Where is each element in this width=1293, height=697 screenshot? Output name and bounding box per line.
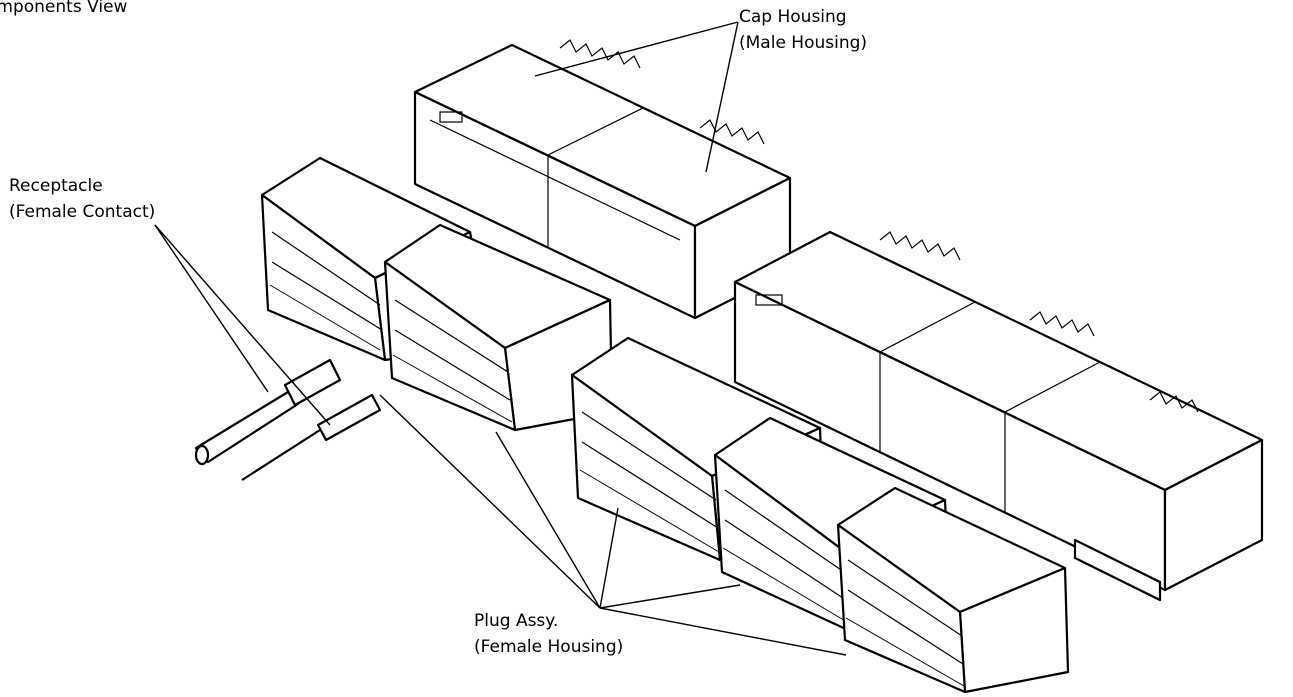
plug-assy-label-line1: Plug Assy. bbox=[474, 611, 559, 631]
diagram-title: omponents View bbox=[0, 0, 128, 17]
cap-housing-upper bbox=[413, 39, 792, 320]
plug-assy-label-line2: (Female Housing) bbox=[474, 637, 624, 657]
cap-housing-label-line1: Cap Housing bbox=[739, 7, 847, 27]
cap-housing-label-line2: (Male Housing) bbox=[739, 33, 868, 53]
receptacle-label-line1: Receptacle bbox=[9, 176, 103, 196]
receptacle-contacts bbox=[194, 358, 382, 481]
cap-housing-label: Cap Housing (Male Housing) bbox=[739, 4, 867, 56]
plug-assy-5 bbox=[836, 486, 1070, 694]
receptacle-label-line2: (Female Contact) bbox=[9, 202, 156, 222]
plug-assy-label: Plug Assy. (Female Housing) bbox=[474, 608, 623, 660]
cap-housing-lower bbox=[733, 230, 1264, 602]
leader-lines bbox=[154, 21, 847, 656]
receptacle-label: Receptacle (Female Contact) bbox=[9, 173, 155, 225]
